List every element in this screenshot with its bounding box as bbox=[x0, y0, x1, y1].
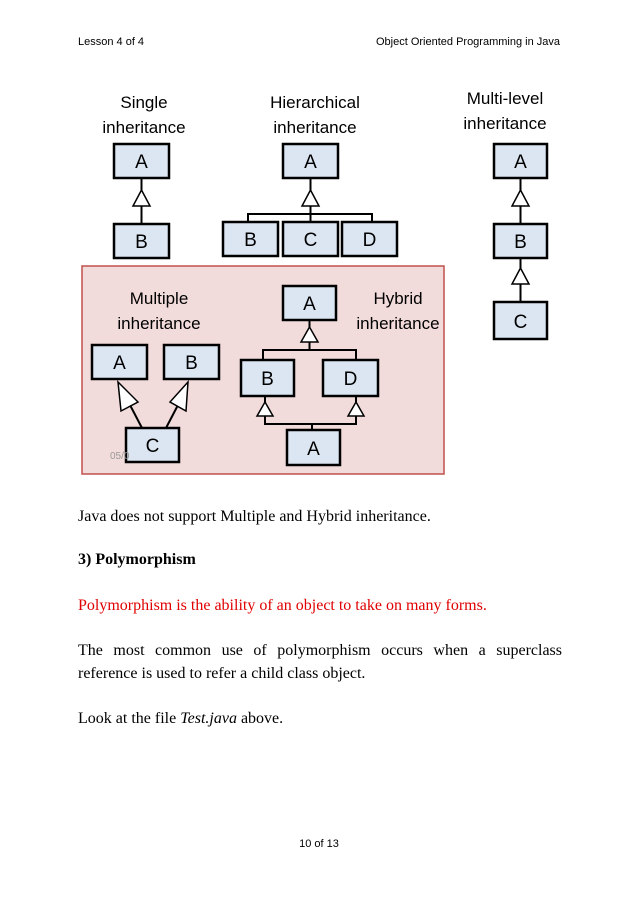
section-heading: 3) Polymorphism bbox=[78, 551, 196, 568]
multiple-class-c-box bbox=[124, 426, 181, 464]
multiple-class-c-label: C bbox=[146, 436, 160, 457]
multiple-title-line1: Multiple bbox=[130, 289, 189, 308]
hierarchical-class-c-box bbox=[281, 220, 340, 258]
hierarchical-class-a-box bbox=[281, 142, 340, 180]
hybrid-title-line1: Hybrid bbox=[373, 289, 422, 308]
page-number: 10 of 13 bbox=[299, 838, 339, 850]
single-inheritance-arrow bbox=[131, 188, 152, 207]
hierarchical-inheritance-arrow bbox=[300, 188, 321, 207]
multiple-class-b-box bbox=[162, 343, 221, 381]
hybrid-class-a-bottom-box bbox=[285, 428, 342, 467]
multilevel-class-b-box bbox=[492, 222, 549, 260]
hierarchical-title-line2: inheritance bbox=[273, 118, 356, 137]
header-course-title: Object Oriented Programming in Java bbox=[375, 36, 560, 48]
paragraph-line-1: The most common use of polymorphism occu… bbox=[78, 642, 562, 659]
paragraph-line-2: reference is used to refer a child class… bbox=[78, 665, 366, 682]
single-title-line1: Single bbox=[120, 93, 167, 112]
single-title-line2: inheritance bbox=[102, 118, 185, 137]
multilevel-class-c-label: C bbox=[514, 312, 528, 333]
look-suffix: above. bbox=[236, 710, 284, 727]
look-at-file-text: Look at the file Test.java above. bbox=[78, 707, 562, 731]
multiple-class-a-label: A bbox=[113, 353, 126, 374]
hierarchical-title-line1: Hierarchical bbox=[270, 93, 360, 112]
date-fragment: 05/0 bbox=[110, 451, 130, 462]
multilevel-arrow-1 bbox=[510, 188, 531, 207]
hierarchical-class-c-label: C bbox=[304, 230, 318, 251]
multiple-class-a-box bbox=[90, 343, 149, 381]
multilevel-arrow-2 bbox=[510, 266, 531, 285]
multilevel-title-line1: Multi-level bbox=[467, 89, 544, 108]
single-class-a-box bbox=[112, 142, 171, 180]
hierarchical-class-a-label: A bbox=[304, 152, 317, 173]
multiple-class-b-label: B bbox=[185, 353, 198, 374]
multilevel-title-line2: inheritance bbox=[463, 114, 546, 133]
file-name: Test.java bbox=[180, 710, 237, 727]
hybrid-title-line2: inheritance bbox=[356, 314, 439, 333]
hybrid-class-b-label: B bbox=[261, 369, 274, 390]
multiple-title-line2: inheritance bbox=[117, 314, 200, 333]
multiple-arrow-to-a bbox=[117, 379, 140, 413]
hybrid-class-a-top-label: A bbox=[303, 294, 316, 315]
hybrid-class-d-label: D bbox=[344, 369, 358, 390]
hierarchical-class-d-box bbox=[340, 220, 399, 258]
multilevel-class-a-label: A bbox=[514, 152, 527, 173]
multilevel-class-b-label: B bbox=[514, 232, 527, 253]
header-lesson: Lesson 4 of 4 bbox=[78, 36, 145, 48]
unsupported-note: Java does not support Multiple and Hybri… bbox=[78, 508, 431, 525]
hierarchical-class-b-label: B bbox=[244, 230, 257, 251]
single-class-a-label: A bbox=[135, 152, 148, 173]
hybrid-class-a-bottom-label: A bbox=[307, 439, 320, 460]
hybrid-class-a-top-box bbox=[281, 284, 338, 322]
multilevel-class-c-box bbox=[492, 300, 549, 341]
look-prefix: Look at the file bbox=[78, 710, 181, 727]
multiple-arrow-to-b bbox=[168, 379, 189, 413]
single-class-b-box bbox=[112, 222, 171, 260]
single-class-b-label: B bbox=[135, 232, 148, 253]
hierarchical-class-b-box bbox=[221, 220, 280, 258]
polymorphism-definition: Polymorphism is the ability of an object… bbox=[78, 597, 487, 614]
hybrid-class-b-box bbox=[239, 358, 296, 398]
hierarchical-class-d-label: D bbox=[363, 230, 377, 251]
hybrid-class-d-box bbox=[321, 358, 380, 398]
inheritance-types-diagram: Single inheritance A B Hierarchical inhe… bbox=[81, 89, 549, 475]
